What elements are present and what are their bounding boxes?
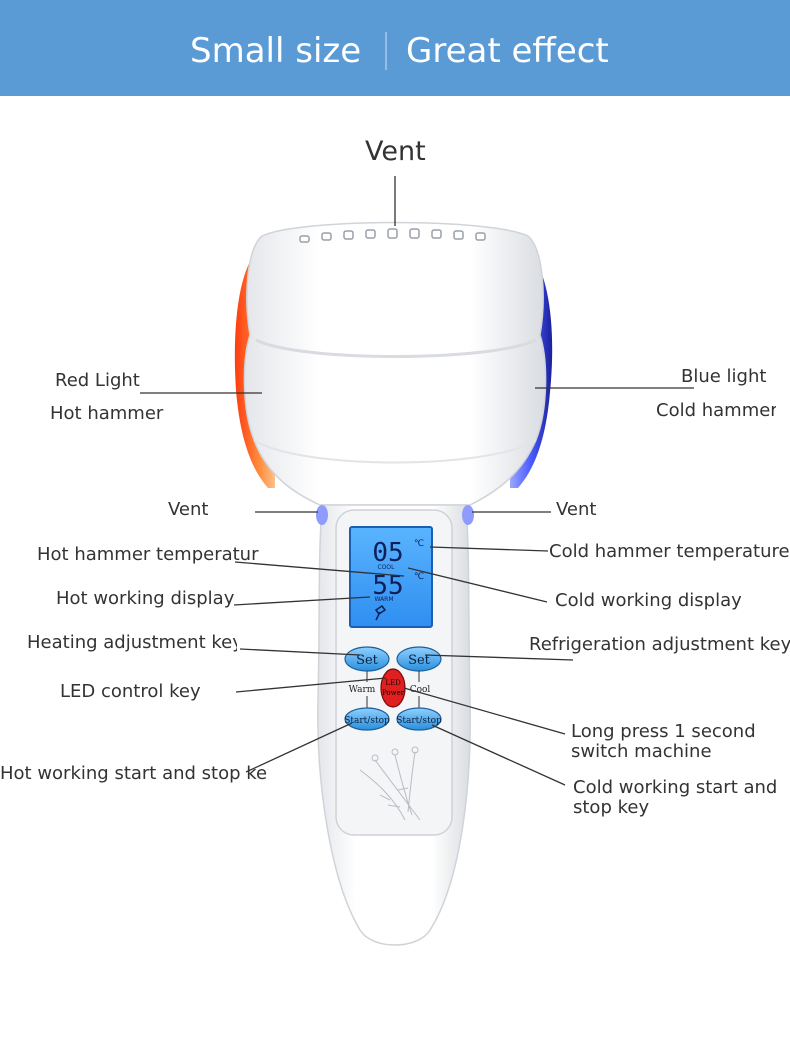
label-cold-start-line2: stop key — [573, 797, 649, 819]
lcd-unit-cool: ℃ — [414, 539, 424, 549]
lcd-warm-label: WARM — [374, 596, 393, 603]
label-hot-hammer-temperature: Hot hammer temperatur — [37, 544, 259, 566]
label-cold-hammer-temperature: Cold hammer temperature — [549, 541, 790, 563]
label-vent-left: Vent — [168, 499, 208, 521]
hot-start-stop-button[interactable]: Start/stop — [344, 708, 390, 730]
label-cold-start-line1: Cold working start and — [573, 777, 777, 799]
label-vent-right: Vent — [556, 499, 596, 521]
led-power-button[interactable]: LED Power — [381, 669, 405, 707]
refrigeration-set-button[interactable]: Set — [397, 647, 441, 671]
label-heating-adjustment-key: Heating adjustment key — [27, 632, 237, 654]
lcd-cool-label: COOL — [378, 564, 396, 571]
label-vent-top: Vent — [365, 136, 426, 168]
label-cold-working-display: Cold working display — [555, 590, 742, 612]
cold-start-stop-label: Start/stop — [396, 716, 442, 726]
led-label: LED — [385, 679, 401, 687]
power-label: Power — [382, 689, 405, 697]
warm-label: Warm — [349, 685, 376, 695]
label-long-press-line2: switch machine — [571, 741, 712, 763]
label-refrigeration-adjustment-key: Refrigeration adjustment key — [529, 634, 790, 656]
heating-set-button[interactable]: Set — [345, 647, 389, 671]
hot-start-stop-label: Start/stop — [344, 716, 390, 726]
lcd-unit-warm: ℃ — [414, 572, 424, 582]
label-hot-working-start-stop-key: Hot working start and stop key — [0, 763, 268, 785]
label-hot-hammer: Hot hammer — [50, 403, 163, 425]
label-led-control-key: LED control key — [60, 681, 201, 703]
label-long-press-line1: Long press 1 second — [571, 721, 756, 743]
label-blue-light: Blue light — [681, 366, 766, 388]
label-hot-working-display: Hot working display — [56, 588, 234, 610]
label-red-light: Red Light — [55, 370, 140, 392]
label-cold-hammer: Cold hammer — [656, 400, 776, 422]
